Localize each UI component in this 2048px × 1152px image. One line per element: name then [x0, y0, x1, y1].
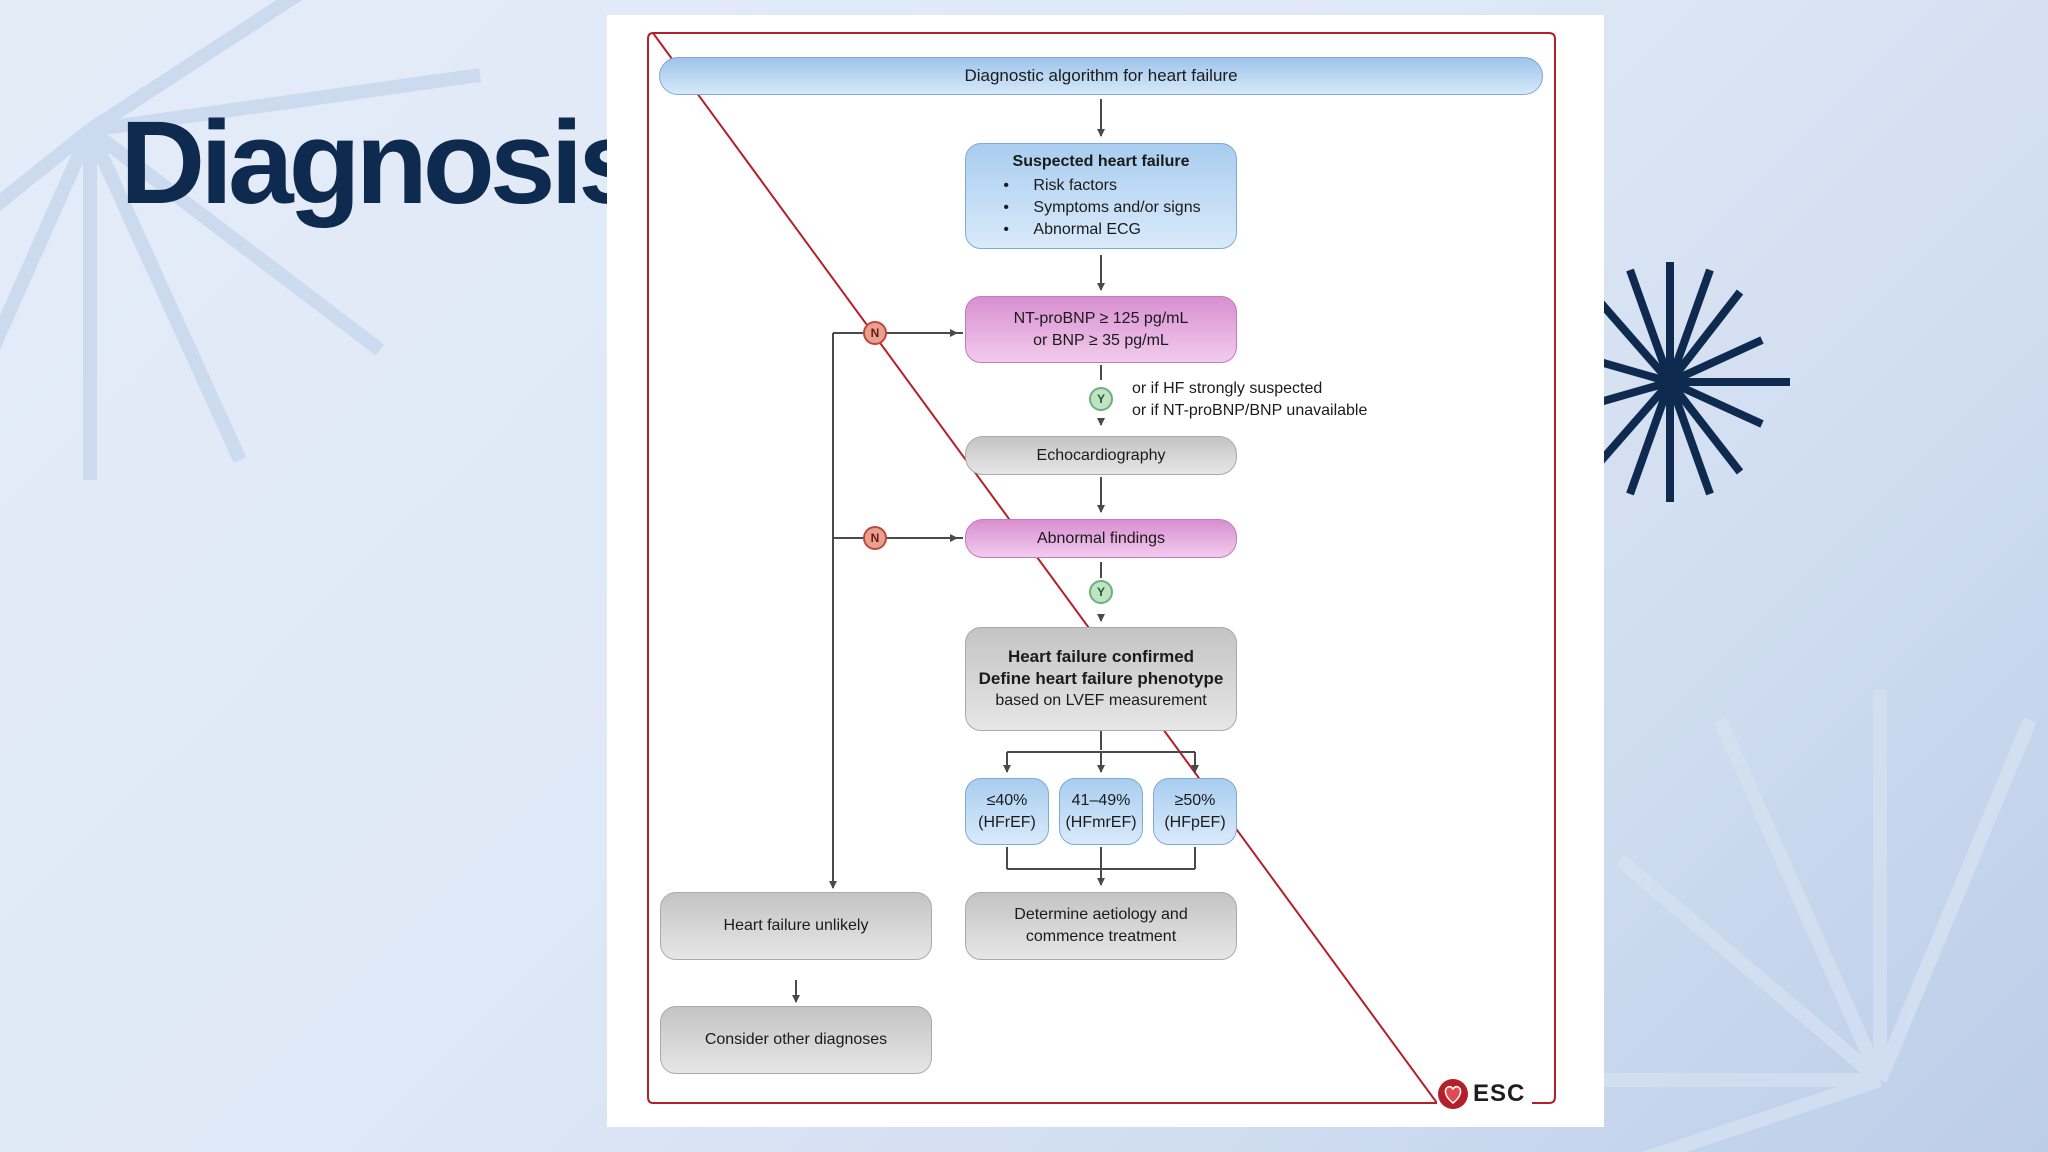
natriuretic-peptide-box: NT-proBNP ≥ 125 pg/mL or BNP ≥ 35 pg/mL	[965, 296, 1237, 363]
diagram-header: Diagnostic algorithm for heart failure	[659, 57, 1543, 95]
phenotype-hfref-box: ≤40% (HFrEF)	[965, 778, 1049, 845]
phenotype-hfmref-box: 41–49% (HFmrEF)	[1059, 778, 1143, 845]
esc-logo-text: ESC	[1473, 1080, 1526, 1107]
slide-title: Diagnosis	[120, 97, 644, 229]
other-diagnoses-box: Consider other diagnoses	[660, 1006, 932, 1074]
starburst-icon	[1600, 262, 1790, 502]
flowchart-image: Diagnostic algorithm for heart failure S…	[607, 15, 1604, 1127]
phenotype-name: (HFmrEF)	[1065, 813, 1137, 831]
hf-confirmed-box: Heart failure confirmed Define heart fai…	[965, 627, 1237, 731]
yes-badge: Y	[1089, 580, 1113, 604]
list-item: Risk factors	[1001, 175, 1200, 197]
frame-border	[647, 31, 1556, 1104]
abnormal-findings-box: Abnormal findings	[965, 519, 1237, 558]
hf-confirmed-title: Heart failure confirmed	[1007, 647, 1195, 666]
list-item: Abnormal ECG	[1001, 219, 1200, 241]
phenotype-range: 41–49%	[1071, 791, 1131, 809]
flowchart-connectors	[647, 31, 1556, 1104]
treatment-box: Determine aetiology and commence treatme…	[965, 892, 1237, 960]
treatment-line-1: Determine aetiology and	[1014, 906, 1188, 923]
natriuretic-line-1: NT-proBNP ≥ 125 pg/mL	[1013, 309, 1189, 327]
treatment-line-2: commence treatment	[1025, 928, 1177, 945]
risk-list: Risk factors Symptoms and/or signs Abnor…	[1001, 175, 1200, 241]
phenotype-name: (HFpEF)	[1164, 813, 1226, 831]
suspected-hf-title: Suspected heart failure	[1012, 153, 1190, 170]
echocardiography-box: Echocardiography	[965, 436, 1237, 475]
phenotype-range: ≥50%	[1174, 791, 1216, 809]
phenotype-hfpef-box: ≥50% (HFpEF)	[1153, 778, 1237, 845]
no-badge: N	[863, 526, 887, 550]
phenotype-range: ≤40%	[986, 791, 1028, 809]
hf-phenotype-note: based on LVEF measurement	[995, 692, 1207, 709]
hf-phenotype-title: Define heart failure phenotype	[978, 669, 1224, 688]
phenotype-name: (HFrEF)	[978, 813, 1036, 831]
list-item: Symptoms and/or signs	[1001, 197, 1200, 219]
yes-badge: Y	[1089, 387, 1113, 411]
yes-note-line-2: or if NT-proBNP/BNP unavailable	[1132, 402, 1368, 419]
heart-icon	[1438, 1079, 1468, 1109]
suspected-hf-box: Suspected heart failure Risk factors Sym…	[965, 143, 1237, 249]
no-badge: N	[863, 321, 887, 345]
yes-note-line-1: or if HF strongly suspected	[1132, 380, 1323, 397]
esc-logo: ESC	[1437, 1075, 1532, 1113]
yes-condition-note: or if HF strongly suspected or if NT-pro…	[1132, 378, 1367, 422]
natriuretic-line-2: or BNP ≥ 35 pg/mL	[1033, 331, 1169, 349]
hf-unlikely-box: Heart failure unlikely	[660, 892, 932, 960]
